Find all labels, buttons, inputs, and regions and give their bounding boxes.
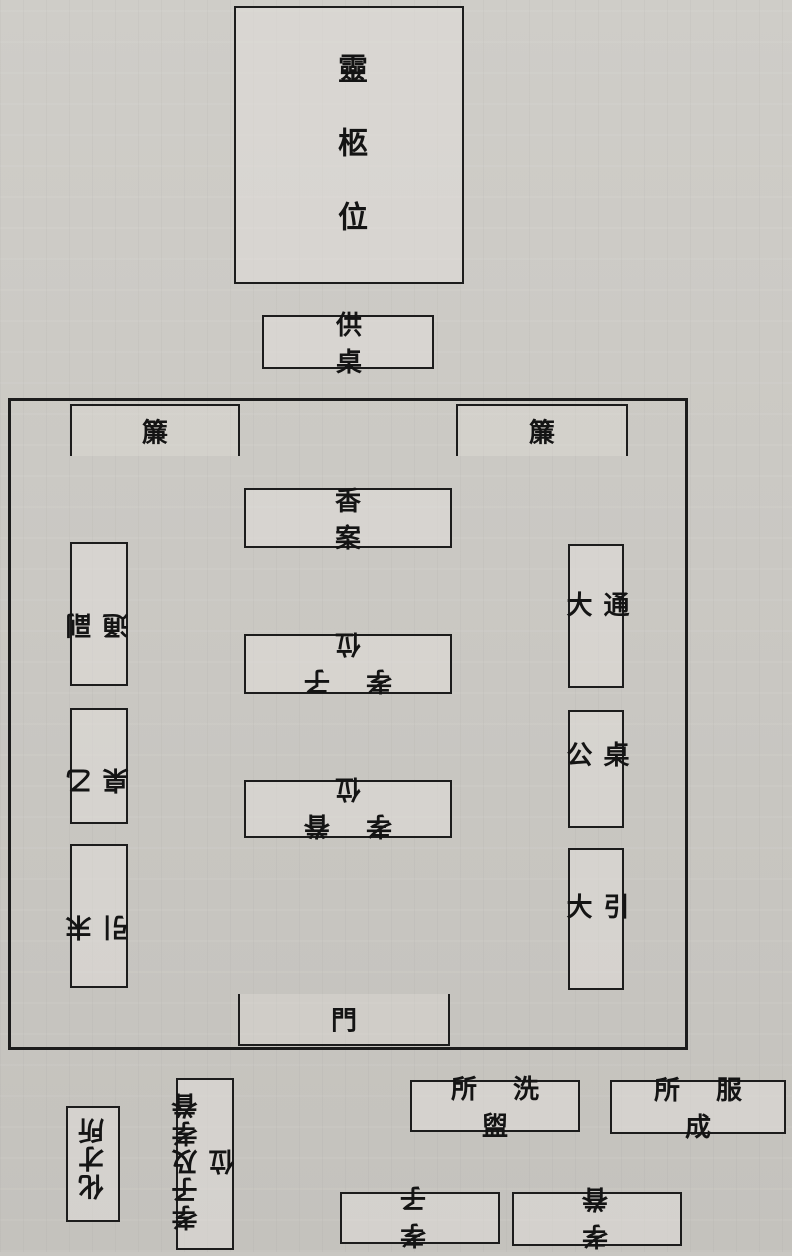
last-guide-label: 末引: [66, 875, 133, 941]
gate-box: 門: [238, 994, 450, 1046]
spirit-seat-box: 靈柩位: [234, 6, 464, 284]
grand-guide-box: 引大: [562, 848, 629, 990]
filial-son-position-box: 孝子位: [244, 628, 452, 695]
mourning-dress-place-box: 所服成: [610, 1076, 786, 1143]
second-table-box: 乙桌: [66, 708, 133, 824]
mourning-dress-place-label: 所服成: [653, 1076, 778, 1143]
filial-wife-position-box: 孝眷位: [244, 773, 452, 840]
filial-wife-and-son-position-box: 孝子及孝眷位: [172, 1078, 239, 1250]
filial-wife-position-label: 孝眷位: [268, 773, 393, 840]
deputy-announcer-box: 副通: [66, 542, 133, 686]
incense-table-box: 香案: [244, 487, 452, 554]
burning-place-box: 化才所: [66, 1106, 120, 1222]
washing-place-label: 所洗盥: [450, 1075, 575, 1142]
deputy-announcer-label: 副通: [66, 573, 133, 639]
incense-table-label: 香案: [334, 487, 433, 554]
filial-son-position-label: 孝子位: [268, 628, 393, 695]
grand-announcer-label: 通大: [562, 591, 629, 657]
public-table-box: 桌公: [562, 710, 629, 828]
grand-guide-label: 引大: [562, 893, 629, 959]
filial-wife-label: 孝眷: [509, 1183, 608, 1250]
filial-son-label: 孝子: [327, 1182, 426, 1249]
filial-wife-and-son-position-label: 孝子及孝眷位: [172, 1091, 239, 1231]
filial-wife-box: 孝眷: [510, 1183, 682, 1250]
curtain-right-box: 簾: [456, 404, 628, 456]
second-table-label: 乙桌: [66, 728, 133, 794]
curtain-right-label: 簾: [528, 418, 599, 449]
grand-announcer-box: 通大: [562, 544, 629, 688]
last-guide-box: 末引: [66, 844, 133, 988]
washing-place-box: 所洗盥: [410, 1075, 580, 1142]
burning-place-label: 化才所: [78, 1116, 109, 1200]
curtain-left-box: 簾: [70, 404, 240, 456]
filial-son-box: 孝子: [328, 1182, 500, 1249]
curtain-left-label: 簾: [141, 418, 212, 449]
offering-table-label: 供桌: [336, 311, 435, 378]
spirit-seat-label: 靈柩位: [332, 53, 367, 275]
mourning-hall: [8, 398, 688, 1050]
public-table-label: 桌公: [562, 741, 629, 807]
gate-label: 門: [330, 1006, 401, 1037]
offering-table-box: 供桌: [262, 311, 434, 378]
